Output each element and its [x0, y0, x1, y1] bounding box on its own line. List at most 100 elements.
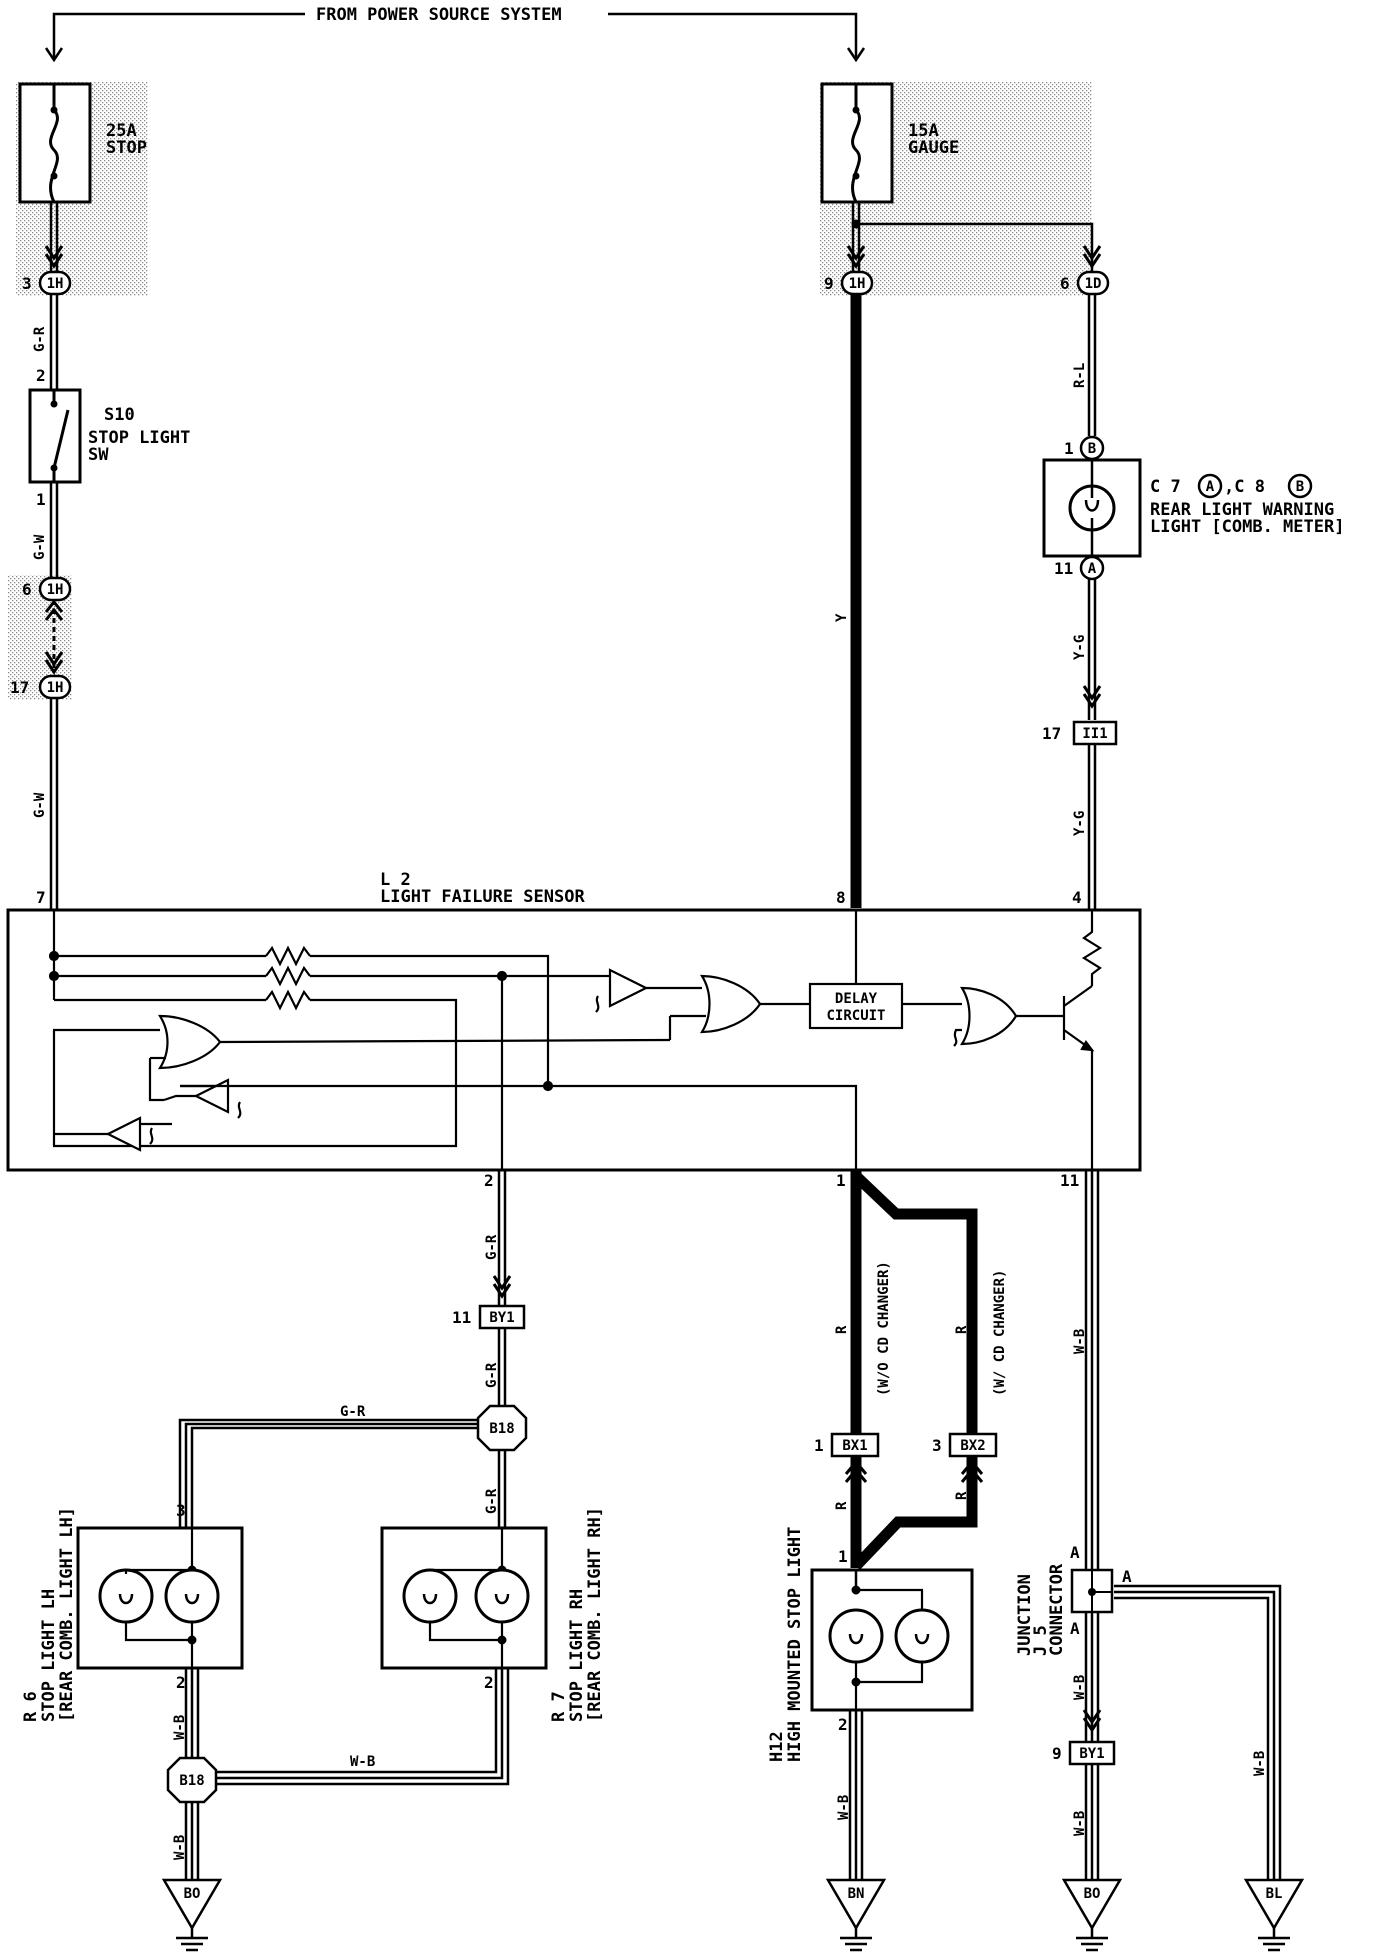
c7-circle-a: A [1197, 473, 1223, 499]
wire-group-left [49, 202, 59, 910]
fuse-stop-rating: 25A [106, 121, 137, 141]
connector-1h-6: 1H [38, 576, 72, 602]
r6-line2: [REAR COMB. LIGHT LH] [57, 1507, 77, 1722]
r7-line2: [REAR COMB. LIGHT RH] [585, 1507, 605, 1722]
pin-a-top: A [1070, 1543, 1080, 1562]
connector-bx1: BX1 [830, 1432, 880, 1458]
wire-label-w-b-1: W-B [172, 1715, 188, 1740]
j5-id: J 5 [1031, 1625, 1051, 1656]
fuse-stop [18, 82, 92, 204]
arrow-up-marks [44, 599, 64, 621]
wire-label-g-r-4: G-R [484, 1488, 500, 1514]
svg-text:B: B [1296, 479, 1304, 495]
pin-a-right: A [1122, 1567, 1132, 1586]
pin-2b: 2 [484, 1171, 494, 1190]
svg-text:1H: 1H [47, 680, 64, 696]
wire-label-r-2: R [954, 1325, 970, 1334]
pin-1: 1 [36, 490, 46, 509]
wire-label-w-b-8: W-B [1252, 1751, 1268, 1776]
svg-text:1H: 1H [849, 276, 866, 292]
connector-bx2: BX2 [948, 1432, 998, 1458]
l2-id: L 2 [380, 870, 411, 890]
pin-9: 9 [824, 274, 834, 293]
connector-ii1: II1 [1072, 720, 1118, 746]
wire-label-g-r-5: G-R [340, 1404, 366, 1420]
power-source-label: FROM POWER SOURCE SYSTEM [316, 5, 562, 25]
svg-text:BL: BL [1266, 1886, 1283, 1902]
stop-light-rh [380, 1526, 548, 1670]
pin-17b: 17 [1042, 724, 1061, 743]
wire-w-b-right [1082, 1170, 1282, 1880]
c7-prefix: C 7 [1150, 477, 1181, 497]
ground-bo-right: BO [1061, 1878, 1123, 1952]
pin-1b: 1 [1064, 439, 1074, 458]
svg-text:BX2: BX2 [960, 1438, 985, 1454]
junction-b18-bottom: B18 [166, 1756, 218, 1804]
pin-2e: 2 [838, 1715, 848, 1734]
wire-g-r-lower [178, 1170, 512, 1528]
fuse-gauge-rating: 15A [908, 121, 939, 141]
j5-line2: CONNECTOR [1047, 1563, 1067, 1656]
stop-light-lh [76, 1526, 244, 1670]
wire-label-w-b-3: W-B [350, 1754, 375, 1770]
pin-3c: 3 [932, 1436, 942, 1455]
s10-switch [28, 388, 82, 484]
svg-text:BX1: BX1 [842, 1438, 867, 1454]
c8-prefix: ,C 8 [1224, 477, 1265, 497]
pin-2d: 2 [484, 1673, 494, 1692]
pin-9b: 9 [1052, 1744, 1062, 1763]
wire-label-g-w: G-W [32, 534, 48, 560]
pin-a-bottom: A [1070, 1619, 1080, 1638]
pin-3b: 3 [176, 1501, 186, 1520]
ground-bl: BL [1243, 1878, 1305, 1952]
pin-11b: 11 [1060, 1171, 1079, 1190]
j5-line1: JUNCTION [1015, 1574, 1035, 1656]
pin-8: 8 [836, 888, 846, 907]
wire-label-w-b-4: W-B [836, 1795, 852, 1820]
wire-r-thick [850, 1170, 978, 1570]
c7c8-line2: LIGHT [COMB. METER] [1150, 517, 1344, 537]
wire-right-branch [851, 219, 1102, 910]
wire-label-g-r: G-R [32, 326, 48, 352]
wire-label-r-1: R [834, 1325, 850, 1334]
pin-1c: 1 [836, 1171, 846, 1190]
s10-line2: SW [88, 445, 109, 465]
wire-label-r-3: R [834, 1501, 850, 1510]
connector-1h-9: 1H [840, 270, 874, 296]
wire-label-w-b-5: W-B [1072, 1329, 1088, 1354]
delay-circuit-line1: DELAY [835, 991, 878, 1007]
rear-light-warning-lamp [1042, 458, 1142, 558]
svg-text:A: A [1088, 561, 1097, 577]
wire-label-y: Y [834, 613, 850, 622]
junction-b18-top: B18 [476, 1404, 528, 1452]
s10-id: S10 [104, 405, 135, 425]
pin-1e: 1 [838, 1547, 848, 1566]
svg-text:BY1: BY1 [489, 1310, 514, 1326]
connector-by1-9: BY1 [1068, 1740, 1116, 1766]
svg-text:1H: 1H [47, 276, 64, 292]
fuse-gauge [820, 82, 894, 204]
wire-label-r-4: R [954, 1491, 970, 1500]
pin-7: 7 [36, 888, 46, 907]
c7c8-line1: REAR LIGHT WARNING [1150, 500, 1334, 520]
svg-text:BO: BO [1084, 1886, 1101, 1902]
svg-text:BY1: BY1 [1079, 1746, 1104, 1762]
delay-circuit-line2: CIRCUIT [826, 1008, 885, 1024]
svg-text:II1: II1 [1082, 726, 1107, 742]
pin-circle-b: B [1079, 435, 1105, 461]
h12-line1: HIGH MOUNTED STOP LIGHT [785, 1527, 805, 1762]
r7-line1: STOP LIGHT RH [567, 1589, 587, 1722]
pin-2c: 2 [176, 1673, 186, 1692]
ground-bn: BN [825, 1878, 887, 1952]
pin-6b: 6 [22, 580, 32, 599]
svg-text:B18: B18 [489, 1421, 514, 1437]
fuse-gauge-name: GAUGE [908, 138, 959, 158]
junction-connector-j5 [1070, 1568, 1114, 1614]
h12-id: H12 [767, 1731, 787, 1762]
connector-1h-17: 1H [38, 674, 72, 700]
svg-text:A: A [1206, 479, 1215, 495]
ground-bo-left: BO [161, 1878, 223, 1952]
wire-label-g-r-3: G-R [484, 1362, 500, 1388]
wire-w-b-h12 [848, 1710, 864, 1880]
